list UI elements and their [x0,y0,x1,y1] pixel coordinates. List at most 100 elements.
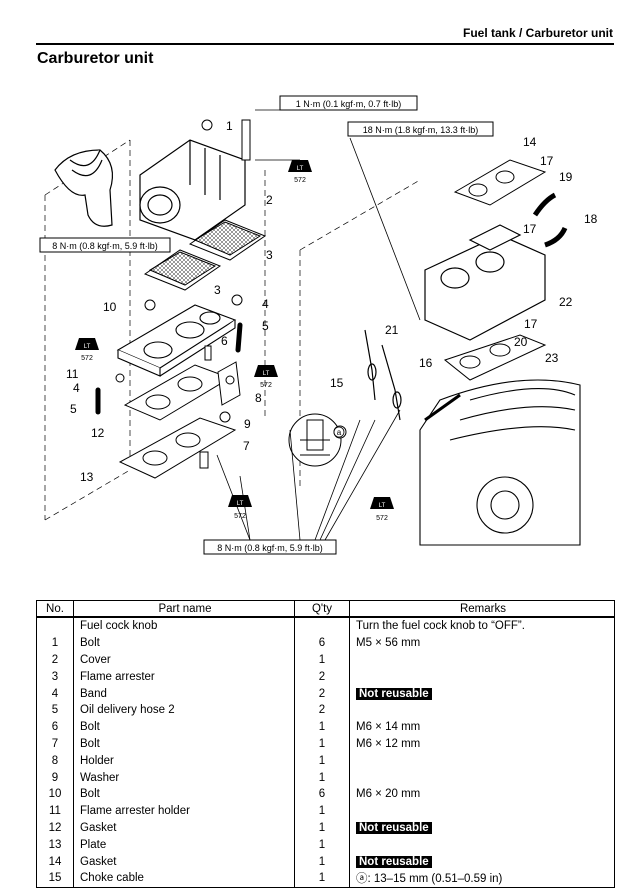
loctite-label: 572 [260,382,272,389]
cell-qty: 2 [294,701,350,719]
not-reusable-badge: Not reusable [356,687,432,700]
loctite-icon-1: LT 572 [288,160,312,184]
carburetor-body [424,224,546,341]
cell-part-name: Flame arrester holder [73,802,295,820]
cell-part-name: Cover [73,651,295,669]
cell-no: 11 [36,802,74,820]
cell-no: 3 [36,668,74,686]
callout-22: 22 [559,295,573,309]
cell-no: 9 [36,769,74,786]
torque-box-4: 8 N·m (0.8 kgf·m, 5.9 ft·lb) [203,539,337,555]
cell-remarks: Not reusable [349,853,615,870]
cell-part-name: Fuel cock knob [73,617,295,635]
cell-qty: 1 [294,651,350,669]
callout-4: 4 [262,297,269,311]
col-header-qty: Q'ty [294,600,350,618]
flame-arrester-upper [188,219,267,261]
loctite-icon-4: LT 572 [228,495,252,520]
cell-remarks [349,769,615,786]
cell-part-name: Plate [73,836,295,854]
callout-3: 3 [266,248,273,262]
callout-8: 8 [255,391,262,405]
col-header-remarks: Remarks [349,600,615,618]
torque-text: 1 N·m (0.1 kgf·m, 0.7 ft·lb) [296,99,402,109]
callout-17c: 17 [524,317,538,331]
cell-remarks: ⓐ: 13–15 mm (0.51–0.59 in) [349,869,615,888]
remark-text: M5 × 56 mm [356,637,421,650]
flame-arrester-lower [143,249,222,291]
callout-3b: 3 [214,283,221,297]
fasteners [95,119,251,469]
torque-box-1: 1 N·m (0.1 kgf·m, 0.7 ft·lb) [279,95,418,111]
cover-part [139,139,246,241]
cell-remarks: M6 × 20 mm [349,785,615,803]
callout-17: 17 [540,154,554,168]
callout-20: 20 [514,335,528,349]
cell-part-name: Bolt [73,785,295,803]
cell-no: 1 [36,634,74,652]
cell-part-name: Gasket [73,819,295,837]
cell-qty [294,617,350,635]
engine-block [419,379,581,546]
torque-box-2: 18 N·m (1.8 kgf·m, 13.3 ft·lb) [347,121,494,137]
cell-qty: 1 [294,752,350,770]
callout-19: 19 [559,170,573,184]
cell-qty: 1 [294,802,350,820]
loctite-label: 572 [294,177,306,184]
intake-duct [54,149,113,227]
loctite-icon-text: LT [379,503,386,509]
col-header-part-name: Part name [73,600,295,618]
loctite-label: 572 [81,355,93,362]
callout-21: 21 [385,323,399,337]
cell-remarks [349,836,615,854]
callout-5: 5 [262,319,269,333]
section-title: Carburetor unit [37,50,154,67]
callout-4b: 4 [73,381,80,395]
cell-part-name: Choke cable [73,869,295,888]
loctite-icon-text: LT [263,371,270,377]
cell-part-name: Holder [73,752,295,770]
callout-14: 14 [523,135,537,149]
cell-qty: 1 [294,869,350,888]
cell-no: 12 [36,819,74,837]
cell-qty: 1 [294,836,350,854]
cell-no: 15 [36,869,74,888]
cell-part-name: Bolt [73,634,295,652]
cell-no: 13 [36,836,74,854]
cell-qty: 6 [294,785,350,803]
cell-no: 7 [36,735,74,753]
remark-text: M6 × 20 mm [356,788,421,801]
torque-text: 8 N·m (0.8 kgf·m, 5.9 ft·lb) [217,543,323,553]
loctite-icon-text: LT [84,344,91,350]
cell-remarks [349,802,615,820]
cell-no: 6 [36,718,74,736]
not-reusable-badge: Not reusable [356,821,432,834]
remark-text: M6 × 14 mm [356,721,421,734]
cell-part-name: Bolt [73,735,295,753]
cell-qty: 6 [294,634,350,652]
col-header-no: No. [36,600,74,618]
loctite-icon-text: LT [237,501,244,507]
cell-remarks: Not reusable [349,685,615,702]
cell-no: 10 [36,785,74,803]
gasket-part [123,364,232,421]
callout-18: 18 [584,212,598,226]
holder-part [217,361,241,406]
loctite-label: 572 [376,515,388,522]
cell-remarks: M6 × 12 mm [349,735,615,753]
callout-17b: 17 [523,222,537,236]
cell-no: 4 [36,685,74,702]
cell-no: 5 [36,701,74,719]
callout-2: 2 [266,193,273,207]
callout-7: 7 [243,439,250,453]
cell-remarks [349,701,615,719]
